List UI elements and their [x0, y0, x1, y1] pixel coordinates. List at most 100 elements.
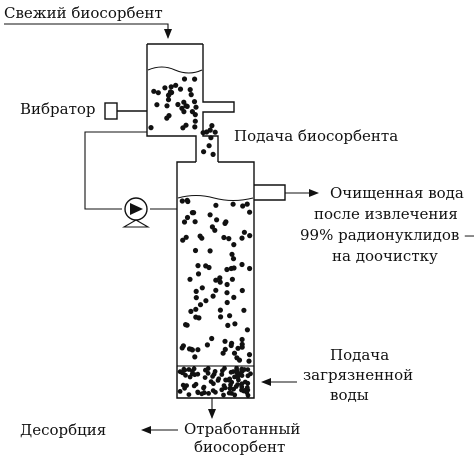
particle — [195, 271, 202, 277]
column-water-level — [177, 194, 254, 202]
particle — [207, 248, 213, 254]
particle — [241, 229, 247, 235]
particle — [199, 391, 205, 397]
particle — [227, 313, 233, 319]
particle — [191, 99, 198, 105]
settled-sorbent-zone — [176, 365, 255, 399]
particle — [180, 237, 186, 243]
particle — [212, 369, 218, 374]
particle — [234, 365, 240, 371]
particle — [192, 76, 198, 82]
particle — [232, 321, 238, 327]
particle — [239, 261, 245, 268]
particle — [225, 322, 231, 328]
dirty-water-label-2: загрязненной — [303, 366, 413, 384]
particle — [197, 302, 204, 308]
particle — [247, 265, 253, 272]
particle — [239, 336, 245, 343]
particle — [213, 389, 218, 395]
particle — [191, 366, 197, 372]
particle — [177, 389, 183, 394]
particle — [205, 366, 211, 371]
particle — [244, 390, 250, 395]
particle — [220, 368, 225, 374]
particle — [213, 277, 219, 283]
particle — [164, 103, 170, 109]
particle — [242, 379, 248, 385]
particle — [230, 256, 237, 262]
particle — [213, 287, 219, 293]
particle — [239, 235, 245, 241]
particle — [239, 344, 245, 350]
particle — [187, 374, 193, 380]
particle — [173, 82, 179, 88]
particle — [193, 306, 199, 312]
particle — [205, 370, 211, 376]
particle — [218, 314, 224, 320]
particle — [168, 84, 174, 90]
particle — [222, 338, 228, 344]
particle — [236, 357, 243, 363]
particle — [231, 350, 238, 356]
fresh-feed-arrow — [4, 23, 172, 39]
particle — [223, 219, 229, 225]
particle — [192, 247, 199, 254]
particle — [247, 209, 253, 215]
particle — [179, 198, 185, 204]
pump-base — [121, 219, 151, 228]
particle — [232, 374, 237, 380]
particle — [224, 281, 230, 288]
particle — [226, 236, 232, 242]
particle — [179, 105, 185, 111]
clean-water-label-2: после извлечения — [314, 205, 458, 223]
particle — [230, 201, 236, 207]
particle — [219, 372, 225, 377]
particle — [224, 290, 230, 296]
particle — [189, 347, 195, 353]
particle — [235, 345, 241, 351]
particle — [210, 151, 216, 157]
fresh-biosorbent-label: Свежий биосорбент — [4, 4, 163, 22]
particle — [217, 307, 223, 313]
particle — [210, 293, 216, 299]
particle — [181, 76, 188, 82]
particle — [177, 86, 184, 92]
particle — [202, 375, 208, 380]
particle — [192, 124, 198, 130]
particle — [229, 276, 235, 282]
particle — [247, 233, 253, 239]
spent-label-1: Отработанный — [184, 420, 300, 438]
particle — [193, 295, 199, 301]
particle — [184, 214, 191, 221]
particle — [217, 279, 223, 285]
particle — [181, 99, 187, 105]
particle — [212, 129, 218, 135]
clean-water-label-1: Очищенная вода — [330, 184, 464, 202]
particle — [241, 307, 247, 313]
particle — [224, 299, 230, 306]
hopper-level — [147, 66, 203, 74]
recirculation-line-upper — [84, 131, 147, 210]
particle — [209, 224, 215, 230]
particle — [151, 88, 157, 94]
outlet-nozzle — [254, 184, 286, 201]
particle — [154, 102, 160, 108]
feed-biosorbent-label: Подача биосорбента — [234, 127, 398, 145]
particle — [239, 366, 245, 372]
particle — [203, 263, 209, 269]
particle — [222, 346, 228, 352]
particle — [189, 109, 195, 115]
particle — [181, 219, 188, 225]
particle — [192, 219, 198, 225]
particle — [216, 376, 222, 382]
particle — [239, 287, 245, 294]
particle — [195, 347, 201, 353]
particle — [187, 87, 193, 93]
particle — [185, 198, 191, 205]
particle — [244, 327, 250, 333]
particle — [199, 285, 205, 291]
pump-direction-icon — [130, 203, 143, 215]
particle — [240, 203, 246, 209]
dirty-water-label-1: Подача — [330, 346, 389, 364]
particle — [186, 367, 192, 372]
